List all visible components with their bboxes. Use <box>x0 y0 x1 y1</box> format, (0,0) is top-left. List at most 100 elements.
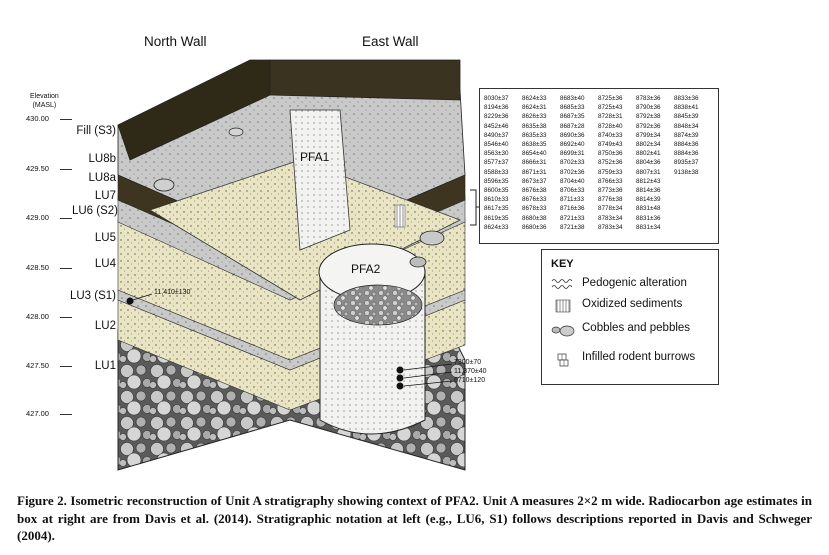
key-title: KEY <box>551 258 574 270</box>
radiocarbon-age-cell: 8759±33 <box>598 168 623 176</box>
age-sample-point <box>396 374 404 382</box>
radiocarbon-age-cell: 8673±37 <box>522 177 547 185</box>
radiocarbon-age-cell: 8635±38 <box>522 122 547 130</box>
unit-label: LU8a <box>88 172 117 184</box>
east-wall-top-soil <box>269 59 461 101</box>
radiocarbon-age-cell: 8802±41 <box>636 150 661 158</box>
radiocarbon-age-cell: 8702±33 <box>560 159 585 167</box>
unit-label: LU5 <box>94 232 116 244</box>
age-sample-point <box>396 382 404 390</box>
north-wall-label: North Wall <box>144 34 207 49</box>
radiocarbon-age-cell: 8635±33 <box>522 131 547 139</box>
radiocarbon-age-cell: 8778±34 <box>598 205 623 213</box>
radiocarbon-age-cell: 8577±37 <box>484 159 509 167</box>
radiocarbon-age-cell: 9138±38 <box>674 168 699 176</box>
pfa1-label: PFA1 <box>300 150 330 164</box>
radiocarbon-age-cell: 8725±43 <box>598 104 623 112</box>
radiocarbon-age-cell: 8588±33 <box>484 168 509 176</box>
unit-label: Fill (S3) <box>76 125 116 137</box>
unit-label: LU3 (S1) <box>69 290 116 302</box>
radiocarbon-age-cell: 8884±36 <box>674 150 699 158</box>
key-item-label: Pedogenic alteration <box>582 277 687 289</box>
radiocarbon-age-cell: 8690±36 <box>560 131 585 139</box>
radiocarbon-age-cell: 8676±38 <box>522 187 547 195</box>
radiocarbon-age-cell: 8624±31 <box>522 104 547 112</box>
radiocarbon-age-cell <box>674 177 712 186</box>
radiocarbon-age-cell: 8804±36 <box>636 159 661 167</box>
radiocarbon-age-cell: 8619±35 <box>484 214 509 222</box>
radiocarbon-age-cell: 8716±36 <box>560 205 585 213</box>
radiocarbon-age-cell: 8617±35 <box>484 205 509 213</box>
radiocarbon-age-cell: 8750±36 <box>598 150 623 158</box>
radiocarbon-age-cell: 8935±37 <box>674 159 699 167</box>
elevation-tick: 430.00 <box>26 114 72 123</box>
radiocarbon-age-cell: 8814±39 <box>636 196 661 204</box>
radiocarbon-age-cell: 8783±36 <box>636 95 661 102</box>
radiocarbon-age-cell: 8783±34 <box>598 223 623 231</box>
elevation-tick: 427.00 <box>26 409 72 418</box>
radiocarbon-age-cell: 8749±43 <box>598 141 623 149</box>
cobble <box>153 178 175 192</box>
radiocarbon-age-cell: 8699±31 <box>560 150 585 158</box>
elevation-tick: 427.50 <box>26 361 72 370</box>
radiocarbon-age-cell: 8833±36 <box>674 95 699 102</box>
radiocarbon-age-cell: 8845±39 <box>674 113 699 121</box>
radiocarbon-age-cell: 8600±35 <box>484 187 509 195</box>
radiocarbon-age-cell: 8687±35 <box>560 113 585 121</box>
isometric-block-diagram <box>117 59 481 471</box>
oxidized-sediments-icon <box>555 299 571 313</box>
radiocarbon-age-cell: 8776±38 <box>598 196 623 204</box>
radiocarbon-age-cell: 8783±34 <box>598 214 623 222</box>
radiocarbon-age-cell: 8030±37 <box>484 95 509 102</box>
radiocarbon-age-cell <box>674 214 712 223</box>
radiocarbon-age-cell: 8685±33 <box>560 104 585 112</box>
radiocarbon-age-cell: 8711±33 <box>560 196 585 204</box>
radiocarbon-age-cell: 8773±36 <box>598 187 623 195</box>
radiocarbon-age-cell: 8678±33 <box>522 205 547 213</box>
radiocarbon-age-cell <box>674 195 712 204</box>
radiocarbon-age-cell: 8728±40 <box>598 122 623 130</box>
radiocarbon-age-cell: 8654±40 <box>522 150 547 158</box>
radiocarbon-age-cell: 8802±34 <box>636 141 661 149</box>
lu1-age-label: 6710±120 <box>454 377 486 384</box>
east-wall-label: East Wall <box>362 34 419 49</box>
radiocarbon-age-cell: 8831±36 <box>636 214 661 222</box>
cobble <box>228 127 244 137</box>
radiocarbon-age-cell: 8792±38 <box>636 113 661 121</box>
radiocarbon-age-cell: 8721±33 <box>560 214 585 222</box>
radiocarbon-age-cell: 8884±36 <box>674 141 699 149</box>
radiocarbon-age-cell: 8766±33 <box>598 177 623 185</box>
radiocarbon-age-cell: 8680±36 <box>522 223 547 231</box>
lu1-age-label: 7300±70 <box>454 359 482 366</box>
radiocarbon-age-cell: 8812±43 <box>636 177 661 185</box>
rodent-burrows-icon <box>557 353 569 367</box>
radiocarbon-age-cell: 8452±46 <box>484 122 509 130</box>
radiocarbon-age-cell: 8490±37 <box>484 131 509 139</box>
pedogenic-alteration-icon <box>551 279 573 289</box>
radiocarbon-age-cell: 8831±34 <box>636 223 661 231</box>
radiocarbon-age-cell: 8692±40 <box>560 141 585 149</box>
lu1-age-label: 11,370±40 <box>454 368 487 375</box>
figure-caption: Figure 2. Isometric reconstruction of Un… <box>17 493 812 543</box>
cobble <box>419 230 445 246</box>
radiocarbon-age-cell: 8596±35 <box>484 177 509 185</box>
radiocarbon-age-cell: 8638±35 <box>522 141 547 149</box>
unit-label: LU6 (S2) <box>71 205 118 217</box>
radiocarbon-age-cell: 8671±31 <box>522 168 547 176</box>
radiocarbon-age-cell: 8563±30 <box>484 150 509 158</box>
elevation-tick: 429.00 <box>26 213 72 222</box>
radiocarbon-age-cell: 8624±33 <box>484 223 509 231</box>
radiocarbon-age-cell: 8721±38 <box>560 223 585 231</box>
cobble <box>409 256 427 268</box>
radiocarbon-age-cell: 8848±34 <box>674 122 699 130</box>
elevation-header: Elevation (MASL) <box>30 93 59 109</box>
radiocarbon-age-cell: 8704±40 <box>560 177 585 185</box>
radiocarbon-age-cell: 8799±34 <box>636 131 661 139</box>
cobbles-pebbles-icon <box>551 325 575 337</box>
age-sample-point <box>126 297 134 305</box>
elevation-tick: 428.50 <box>26 263 72 272</box>
unit-label: LU1 <box>94 360 116 372</box>
radiocarbon-age-cell: 8831±48 <box>636 205 661 213</box>
